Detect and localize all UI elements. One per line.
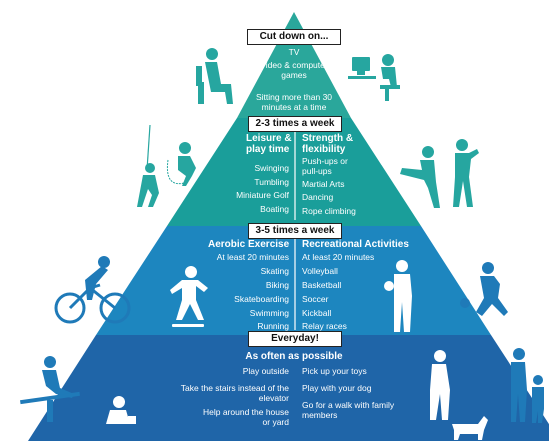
soccer-kicker-icon xyxy=(460,262,508,316)
aerobic-item: Skating xyxy=(260,266,289,276)
strength-item: Dancing xyxy=(302,192,334,202)
karate-kick-icon xyxy=(400,146,440,208)
rope-climber-icon xyxy=(137,124,159,207)
pyramid-tier-3-5 xyxy=(96,226,491,335)
everyday-item: Play with your dog xyxy=(302,383,372,393)
everyday-item: Play outside xyxy=(242,366,289,376)
pyramid-tier-top xyxy=(237,12,351,118)
everyday-item: Pick up your toys xyxy=(302,366,367,376)
cyclist-icon xyxy=(54,256,131,324)
top-item-tv: TV xyxy=(288,47,300,57)
strength-item: Martial Arts xyxy=(302,179,345,189)
strength-flexibility-header: Strength & flexibility xyxy=(302,133,354,155)
everyday-item: Help around the house or yard xyxy=(202,407,289,427)
aerobic-item: Running xyxy=(257,321,289,331)
leisure-item: Boating xyxy=(260,204,289,214)
skateboarder-icon xyxy=(170,266,208,327)
aerobic-item: Swimming xyxy=(249,308,289,318)
leisure-item: Tumbling xyxy=(254,177,289,187)
recreational-activities-header: Recreational Activities xyxy=(302,239,409,250)
volleyball-player-icon xyxy=(384,260,412,332)
tier-title-2-3-times: 2-3 times a week xyxy=(248,116,342,132)
everyday-item: Take the stairs instead of the elevator xyxy=(180,383,289,403)
aerobic-exercise-header: Aerobic Exercise xyxy=(208,239,290,250)
pyramid-tier-2-3 xyxy=(167,118,421,226)
recreational-item: Soccer xyxy=(302,294,329,304)
everyday-subtitle: As often as possible xyxy=(245,351,343,362)
recreational-item: Kickball xyxy=(302,308,332,318)
tier-title-3-5-times: 3-5 times a week xyxy=(248,223,342,239)
aerobic-item: Skateboarding xyxy=(234,294,289,304)
tier-title-cut-down: Cut down on... xyxy=(247,29,341,45)
recreational-item: Volleyball xyxy=(302,266,338,276)
aerobic-item: At least 20 minutes xyxy=(216,252,289,262)
everyday-item: Go for a walk with family members xyxy=(302,400,395,420)
leisure-item: Swinging xyxy=(254,163,290,173)
recreational-item: Relay races xyxy=(302,321,347,331)
dog-walker-icon xyxy=(430,350,488,440)
leisure-item: Miniature Golf xyxy=(236,190,289,200)
strength-item: Push-ups or pull-ups xyxy=(302,156,348,176)
tier-title-everyday: Everyday! xyxy=(248,331,342,347)
recreational-item: Basketball xyxy=(302,280,342,290)
computer-user-icon xyxy=(348,54,400,101)
sitting-tv-figure-icon xyxy=(196,48,233,104)
top-item-video-games: Video & computer games xyxy=(260,60,328,80)
pyramid-tier-everyday xyxy=(28,335,549,441)
strength-item: Rope climbing xyxy=(302,206,356,216)
recreational-item: At least 20 minutes xyxy=(302,252,375,262)
aerobic-item: Biking xyxy=(265,280,289,290)
leisure-play-header: Leisure & play time xyxy=(246,133,292,155)
seesaw-child-icon xyxy=(20,356,80,422)
family-walk-icon xyxy=(511,348,544,423)
dancer-icon xyxy=(453,139,479,207)
top-item-sitting: Sitting more than 30 minutes at a time xyxy=(255,92,333,112)
sandbox-child-icon xyxy=(106,396,136,424)
jump-rope-girl-icon xyxy=(166,142,196,186)
